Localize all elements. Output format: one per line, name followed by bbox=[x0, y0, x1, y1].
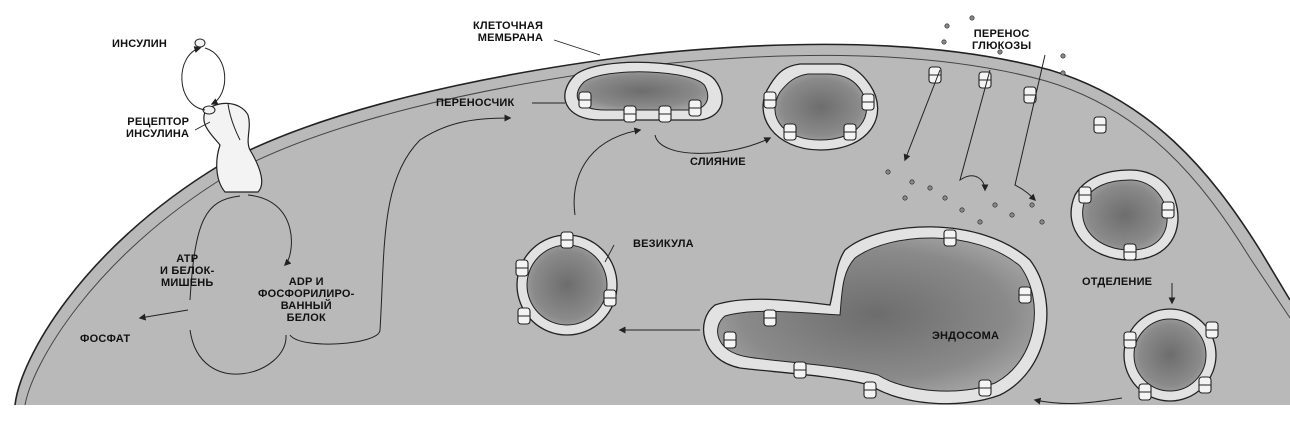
glucose-transport bbox=[885, 15, 1066, 225]
label-vesicle: ВЕЗИКУЛА bbox=[633, 238, 694, 250]
insulin-receptor bbox=[202, 102, 263, 193]
label-insulin: ИНСУЛИН bbox=[112, 38, 168, 50]
cell-membrane-outer bbox=[14, 43, 1290, 406]
label-endosome: ЭНДОСОМА bbox=[932, 330, 1000, 342]
label-separation: ОТДЕЛЕНИЕ bbox=[1082, 276, 1153, 288]
vesicle bbox=[515, 231, 618, 336]
detached-vesicle bbox=[1123, 308, 1219, 402]
fusing-vesicle bbox=[564, 61, 723, 123]
insulin-cycle bbox=[181, 38, 226, 111]
label-fusion: СЛИЯНИЕ bbox=[690, 156, 746, 168]
budding-vesicle bbox=[1070, 169, 1179, 261]
endosome bbox=[702, 226, 1048, 405]
label-phosphate: ФОСФАТ bbox=[80, 333, 131, 345]
fusion-vesicle bbox=[762, 63, 879, 151]
label-carrier: ПЕРЕНОСЧИК bbox=[436, 97, 515, 109]
leader-lines bbox=[194, 39, 615, 263]
phosphorylation-cycle bbox=[138, 114, 512, 375]
